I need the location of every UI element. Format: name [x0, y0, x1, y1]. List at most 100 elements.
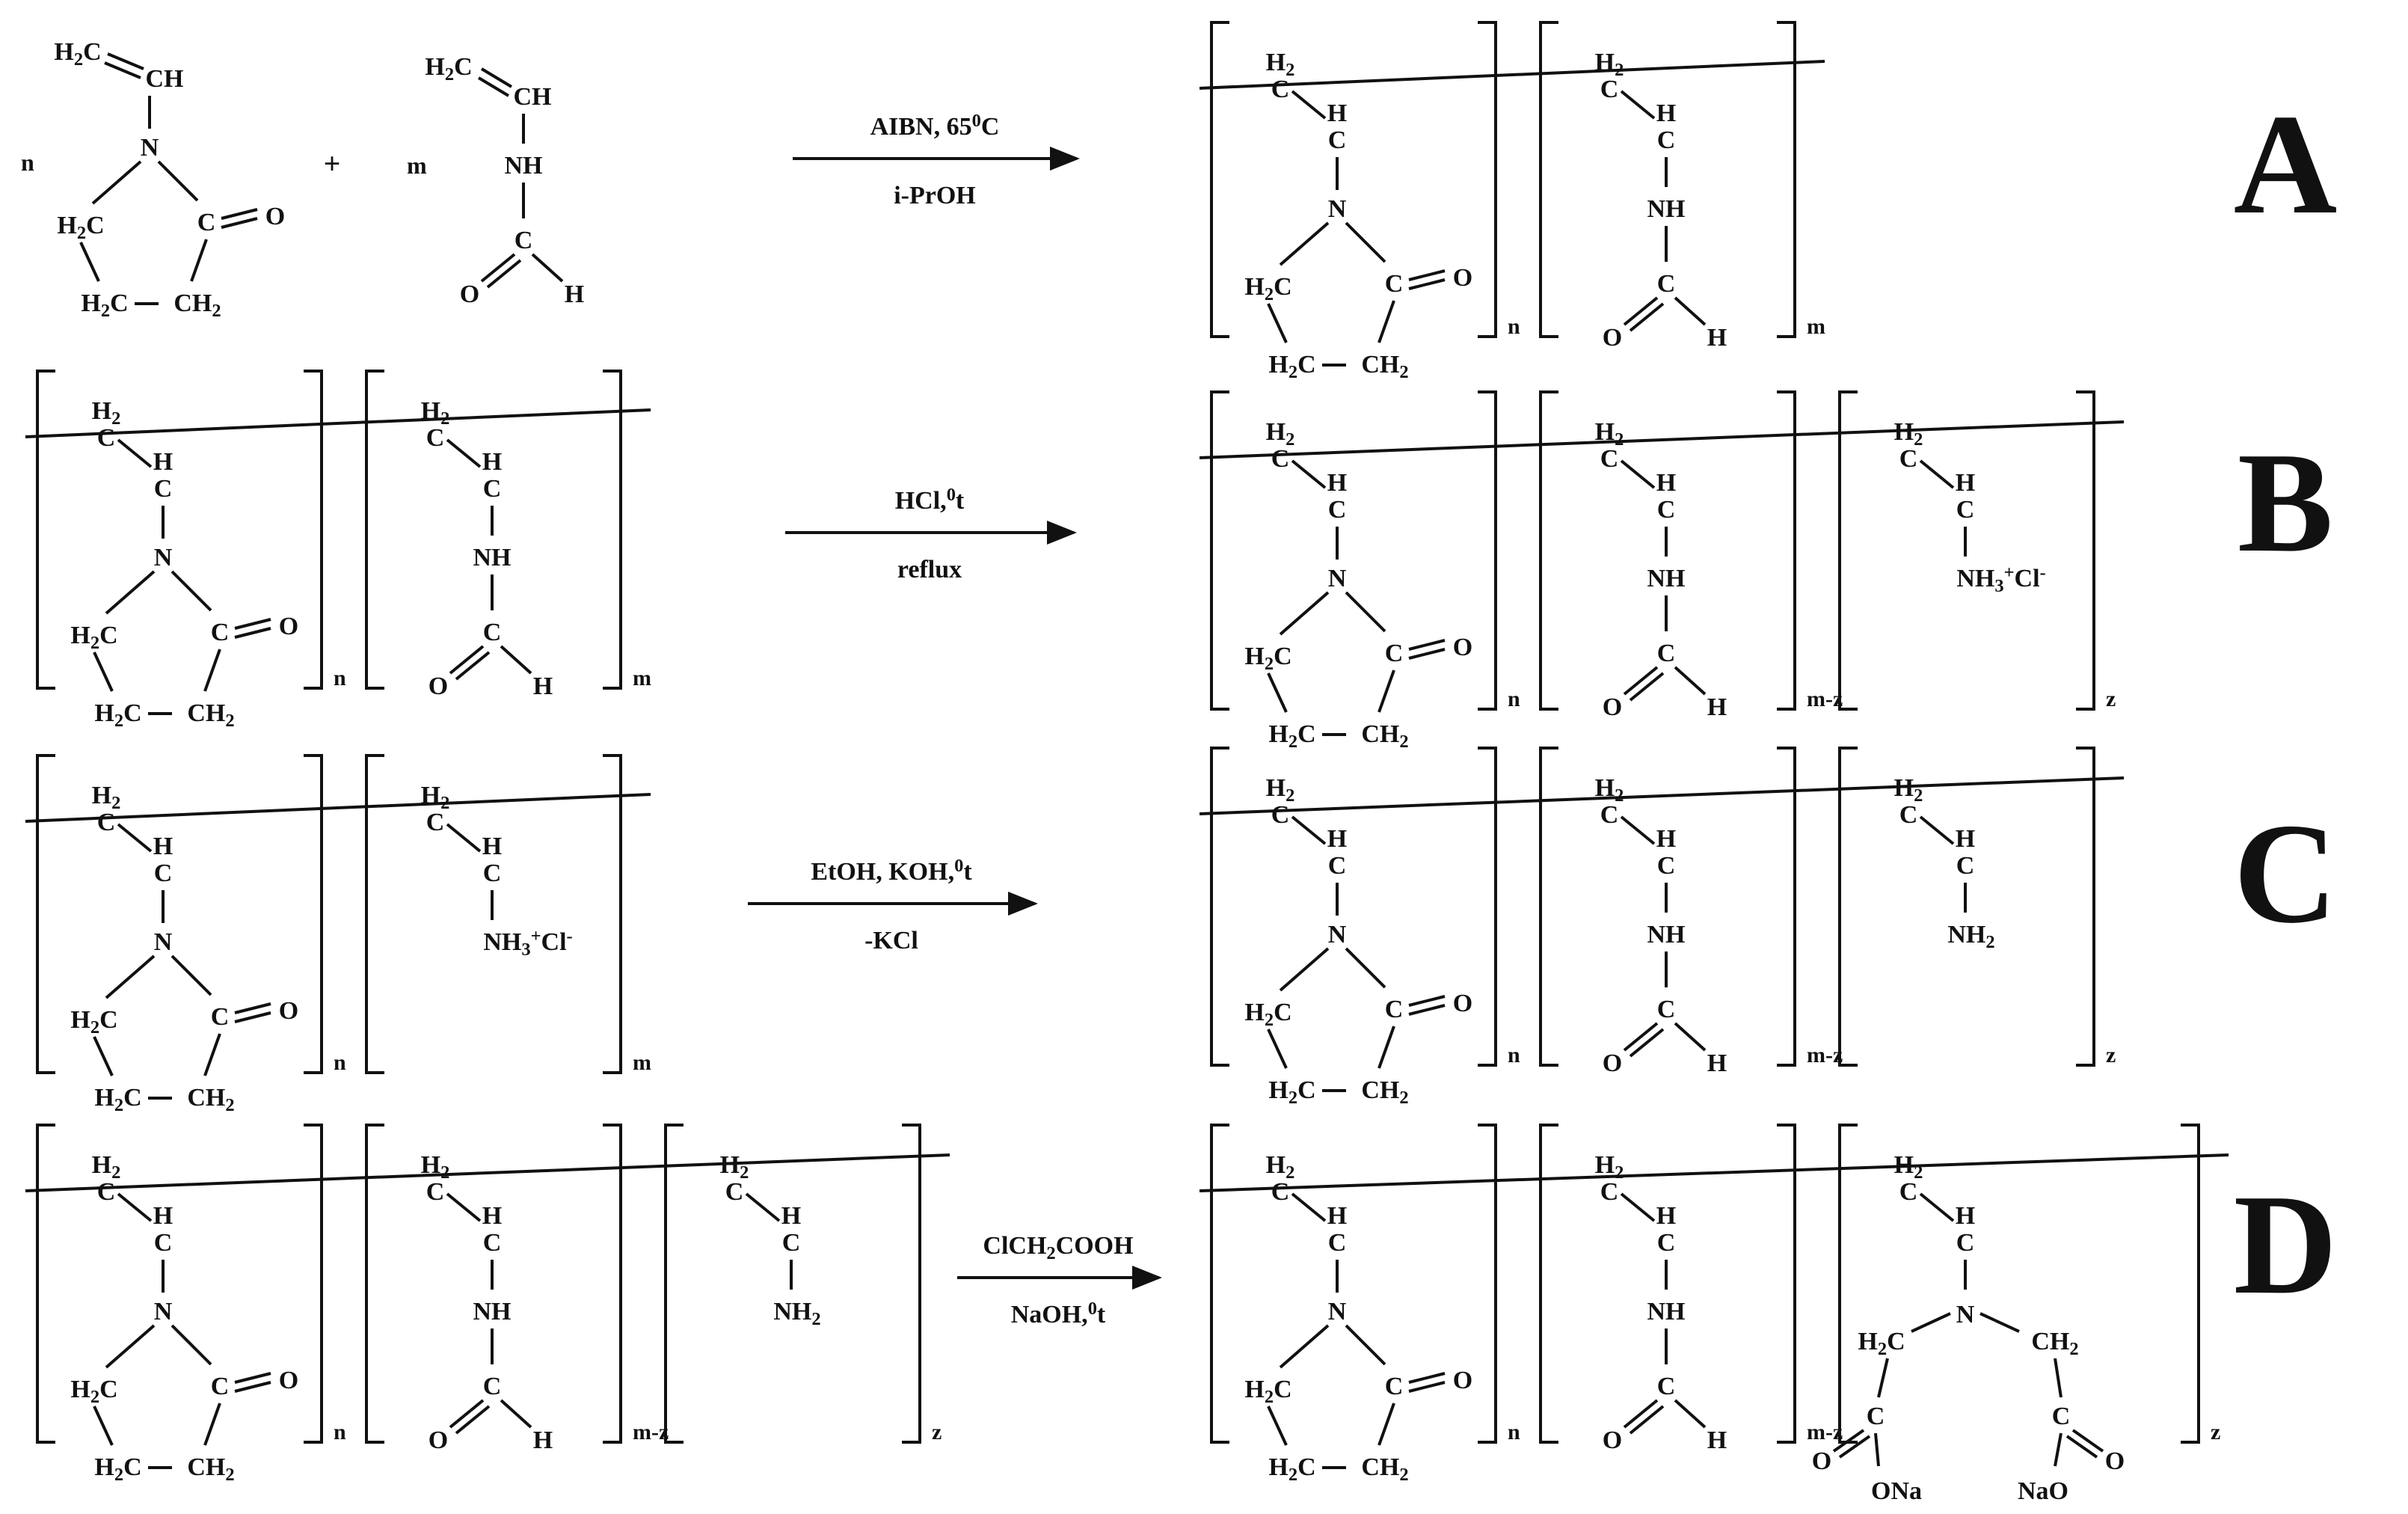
ch-carbon: C — [483, 1229, 502, 1257]
amide-carbon: C — [515, 227, 533, 254]
ring-bond — [1345, 1324, 1386, 1366]
repeat-subscript: n — [1508, 1043, 1520, 1067]
amide-bond — [500, 645, 532, 675]
pyrrolidone-ring-ch2c: CH2 — [1361, 720, 1408, 752]
double-bond — [1408, 639, 1446, 651]
ch2-carbon: C — [1271, 1178, 1290, 1206]
ring-bond — [105, 570, 156, 615]
carboxylate-ona: ONa — [1871, 1477, 1922, 1505]
bracket-left — [1838, 747, 1858, 1067]
pyrrolidone-ring-o: O — [1453, 990, 1472, 1017]
ch-carbon: C — [1328, 1229, 1347, 1257]
ch2-bond — [1911, 1312, 1951, 1333]
double-bond — [449, 645, 485, 675]
ring-bond — [203, 1403, 221, 1446]
ammonium-chloride: NH3+Cl- — [483, 926, 572, 960]
amide-o: O — [429, 1426, 448, 1454]
vinyl-double-bond — [104, 61, 141, 79]
reaction-condition-below: reflux — [897, 556, 962, 583]
bracket-left — [365, 370, 384, 690]
amide-bond — [500, 1399, 532, 1429]
carboxymethyl-ch2-left: H2C — [1858, 1328, 1905, 1359]
main-chain — [1199, 60, 1825, 90]
double-bond — [1629, 1028, 1665, 1058]
backbone-bond — [446, 823, 482, 853]
ring-bond — [1377, 1403, 1395, 1446]
double-bond — [234, 1002, 271, 1014]
amide-h: H — [1707, 1426, 1727, 1454]
backbone-bond — [1919, 459, 1955, 489]
ring-bond — [105, 1324, 156, 1369]
double-bond — [1408, 995, 1446, 1007]
pyrrolidone-ring-ch2a: H2C — [1244, 643, 1291, 674]
ch2-label: H2 — [92, 782, 121, 813]
pyrrolidone-ring-ch2c: CH2 — [187, 1453, 234, 1485]
amide-h: H — [1707, 324, 1727, 352]
pyrrolidone-ring-o: O — [279, 997, 298, 1025]
bracket-right — [1478, 747, 1497, 1067]
backbone-bond — [1620, 90, 1656, 120]
amide-bond — [1674, 666, 1707, 696]
double-bond — [455, 651, 491, 681]
amide-nh: NH — [1647, 1298, 1686, 1325]
pyrrolidone-ring-ch2c: CH2 — [1361, 351, 1408, 382]
bracket-left — [36, 1124, 55, 1444]
pyrrolidone-ring-ch2a: H2C — [70, 1006, 117, 1038]
pyrrolidone-ring-n: N — [1328, 565, 1347, 592]
repeat-subscript: m — [633, 666, 651, 690]
ch-h-label: H — [1327, 1202, 1347, 1230]
ch-carbon: C — [1956, 852, 1975, 880]
double-bond — [1623, 666, 1659, 696]
repeat-subscript: n — [1508, 1420, 1520, 1444]
amide-carbon: C — [483, 619, 502, 646]
double-bond — [1408, 1381, 1446, 1393]
double-bond — [1408, 1004, 1446, 1016]
ch2-carbon: C — [97, 809, 116, 836]
bracket-left — [664, 1124, 684, 1444]
tertiary-n: N — [1956, 1301, 1975, 1328]
double-bond — [2065, 1435, 2098, 1459]
pyrrolidone-ring-ch2b: H2C — [94, 1453, 141, 1485]
vinyl-double-bond — [477, 76, 510, 97]
backbone-bond — [446, 438, 482, 468]
amide-h: H — [1707, 693, 1727, 721]
pyrrolidone-ring-ch2c: CH2 — [187, 699, 234, 731]
pyrrolidone-ring-n: N — [154, 1298, 173, 1325]
repeat-subscript: z — [2106, 687, 2116, 711]
backbone-bond — [117, 823, 153, 853]
monomer-pyrrolidone-ch2a: H2C — [57, 212, 104, 243]
ring-bond — [1279, 221, 1330, 266]
double-bond — [1629, 672, 1665, 702]
amide-nh: NH — [1647, 565, 1686, 592]
row-label-a: A — [2234, 85, 2338, 244]
ring-bond — [1377, 669, 1395, 713]
ch2-carbon: C — [426, 424, 445, 452]
plus-sign: + — [324, 147, 341, 180]
reaction-condition-above: EtOH, KOH,0t — [811, 856, 972, 886]
amide-o: O — [1603, 693, 1622, 721]
ch-carbon: C — [1328, 496, 1347, 524]
amide-nh: NH — [505, 152, 543, 180]
double-bond — [1408, 648, 1446, 660]
amide-h: H — [565, 281, 584, 308]
double-bond — [1408, 1372, 1446, 1384]
ch2-label: H2 — [1266, 418, 1295, 450]
ch2-label: H2 — [1266, 1151, 1295, 1183]
bracket-left — [1539, 747, 1558, 1067]
ring-bond — [93, 1036, 114, 1076]
double-bond — [486, 259, 522, 289]
pyrrolidone-ring-o: O — [1453, 1367, 1472, 1394]
pyrrolidone-ring-ch2a: H2C — [70, 622, 117, 653]
ring-bond — [79, 242, 100, 282]
pyrrolidone-ring-carbonyl-c: C — [1385, 1373, 1404, 1400]
double-bond — [234, 1381, 271, 1393]
ring-bond — [1345, 591, 1386, 633]
backbone-bond — [1620, 1192, 1656, 1222]
ch-carbon: C — [483, 475, 502, 503]
pyrrolidone-ring-carbonyl-c: C — [1385, 270, 1404, 298]
repeat-subscript: n — [334, 1420, 346, 1444]
carboxyl-c-left: C — [1867, 1403, 1885, 1430]
repeat-subscript: n — [1508, 314, 1520, 339]
amide-bond — [1674, 1399, 1707, 1429]
ch2-carbon: C — [1899, 801, 1918, 829]
